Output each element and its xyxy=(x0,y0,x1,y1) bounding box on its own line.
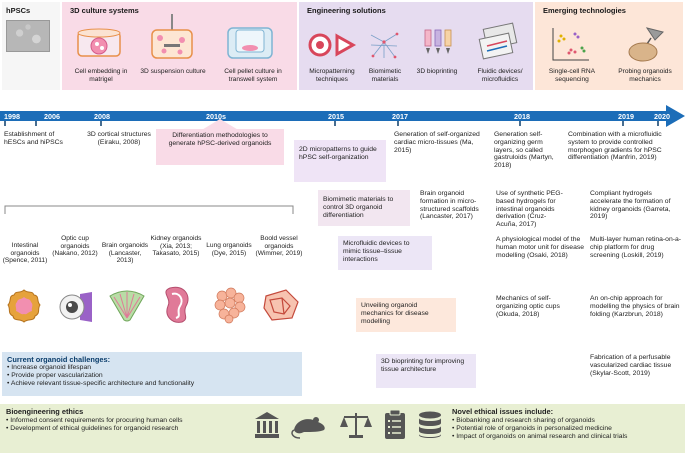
challenges-title: Current organoid challenges: xyxy=(7,355,111,364)
organoid-label-intestinal: Intestinal organoids (Spence, 2011) xyxy=(2,242,48,265)
organoid-label-lung: Lung organoids (Dye, 2015) xyxy=(206,242,252,257)
solution-mechanics-text: Unveiling organoid mechanics for disease… xyxy=(361,302,429,325)
solution-microfluidic: Microfluidic devices to mimic tissue–tis… xyxy=(338,236,432,270)
emerging-panel: Emerging technologies Single-cell RNA se… xyxy=(535,2,683,90)
database-icon xyxy=(419,411,441,438)
emerging-label-2: Probing organoids mechanics xyxy=(618,68,672,83)
ethics-title: Bioengineering ethics xyxy=(6,407,84,416)
ethics-panel: Bioengineering ethics Informed consent r… xyxy=(0,404,685,453)
hpscs-micrograph xyxy=(6,20,50,52)
kidney-organoid-icon xyxy=(165,286,189,323)
scrna-plot-icon xyxy=(552,28,589,61)
organoid-label-optic: Optic cup organoids (Nakano, 2012) xyxy=(52,235,98,258)
cortical-text: 3D cortical structures (Eiraku, 2008) xyxy=(87,131,151,146)
solution-biomimetic: Biomimetic materials to control 3D organ… xyxy=(318,190,410,226)
challenge-item: Increase organoid lifespan xyxy=(7,364,297,372)
emerging-title: Emerging technologies xyxy=(543,6,626,15)
organoid-label-vessel: Boold vessel organoids (Wimmer, 2019) xyxy=(255,235,303,258)
optic-cup-organoid-icon xyxy=(59,292,92,322)
engineering-label-4: Fluidic devices/ microfluidics xyxy=(477,68,523,83)
challenge-item: Provide proper vascularization xyxy=(7,372,297,380)
row1-2017: Generation of self-organized cardiac mic… xyxy=(394,131,480,154)
engineering-title: Engineering solutions xyxy=(307,6,386,15)
hpscs-panel: hPSCs xyxy=(2,2,60,90)
transwell-icon xyxy=(227,27,273,59)
matrigel-dish-icon xyxy=(77,28,121,57)
row1-2019: Combination with a microfluidic system t… xyxy=(568,131,662,162)
engineering-label-2: Biomimetic materials xyxy=(368,68,402,83)
year-2018: 2018 xyxy=(514,112,530,121)
row3-2019: Multi-layer human retina-on-a-chip platf… xyxy=(590,236,682,259)
suspension-culture-icon xyxy=(151,14,193,59)
organoid-bracket xyxy=(4,205,294,214)
year-1998: 1998 xyxy=(4,112,20,121)
hpscs-title: hPSCs xyxy=(6,6,31,15)
intestinal-organoid-icon xyxy=(7,289,41,323)
row4-2018: Mechanics of self-organizing optic cups … xyxy=(496,295,560,318)
row2-2019: Compliant hydrogels accelerate the forma… xyxy=(590,190,671,221)
clipboard-icon xyxy=(385,409,405,439)
engineering-label-3: 3D bioprinting xyxy=(416,68,458,75)
year-2008: 2008 xyxy=(94,112,110,121)
micropattern-icon xyxy=(308,33,357,57)
solution-microfluidic-text: Microfluidic devices to mimic tissue–tis… xyxy=(343,240,410,263)
microfluidic-chip-icon xyxy=(478,22,518,60)
novel-issue-item: Impact of organoids on animal research a… xyxy=(452,433,627,441)
year-2010s: 2010s xyxy=(206,112,226,121)
emerging-label-1: Single-cell RNA sequencing xyxy=(548,68,596,83)
establishment-text: Establishment of hESCs and hiPSCs xyxy=(4,131,63,146)
row2-2017: Brain organoid formation in micro-struct… xyxy=(420,190,479,221)
row3-2018: A physiological model of the human motor… xyxy=(496,236,585,259)
novel-issues-title: Novel ethical issues include: xyxy=(452,407,554,416)
scales-icon xyxy=(340,413,372,438)
solution-bioprinting-text: 3D bioprinting for improving tissue arch… xyxy=(381,358,465,373)
engineering-label-1: Micropatterning techniques xyxy=(309,68,355,83)
ethics-list: Informed consent requirements for procur… xyxy=(6,417,183,433)
culture-label-1: Cell embedding in matrigel xyxy=(74,68,128,83)
culture-title: 3D culture systems xyxy=(70,6,139,15)
novel-issue-item: Biobanking and research sharing of organ… xyxy=(452,417,627,425)
engineering-panel: Engineering solutions Micropatterning te… xyxy=(299,2,533,90)
year-2020: 2020 xyxy=(654,112,670,121)
row5-2019: Fabrication of a perfusable vascularized… xyxy=(590,354,672,377)
solution-bioprinting: 3D bioprinting for improving tissue arch… xyxy=(376,354,476,388)
challenge-item: Achieve relevant tissue-specific archite… xyxy=(7,380,297,388)
organoid-label-brain: Brain organoids (Lancaster, 2013) xyxy=(101,242,149,265)
challenges-list: Increase organoid lifespan Provide prope… xyxy=(7,364,297,389)
solution-biomimetic-text: Biomimetic materials to control 3D organ… xyxy=(323,196,394,219)
differentiation-box: Differentiation methodologies to generat… xyxy=(156,129,284,165)
institution-icon xyxy=(255,412,279,438)
row1-2018: Generation self-organizing germ layers, … xyxy=(494,131,554,170)
lung-organoid-icon xyxy=(214,287,246,324)
culture-panel: 3D culture systems Cell embedding in mat… xyxy=(62,2,297,90)
solution-micropatterns: 2D micropatterns to guide hPSC self-orga… xyxy=(294,140,386,182)
afm-probe-icon xyxy=(628,27,664,62)
year-2015: 2015 xyxy=(328,112,344,121)
solution-micropatterns-text: 2D micropatterns to guide hPSC self-orga… xyxy=(299,146,377,161)
challenges-panel: Current organoid challenges: Increase or… xyxy=(2,352,302,396)
row4-2019: An on-chip approach for modelling the ph… xyxy=(590,295,680,318)
biomimetic-network-icon xyxy=(370,32,399,59)
culture-label-2: 3D suspension culture xyxy=(140,68,206,75)
row2-2018: Use of synthetic PEG-based hydrogels for… xyxy=(496,190,563,229)
culture-label-3: Cell pellet culture in transwell system xyxy=(224,68,282,83)
solution-mechanics: Unveiling organoid mechanics for disease… xyxy=(356,298,456,332)
brain-organoid-icon xyxy=(109,290,145,322)
ethics-item: Development of ethical guidelines for or… xyxy=(6,425,183,433)
novel-issue-item: Potential role of organoids in personali… xyxy=(452,425,627,433)
ethics-item: Informed consent requirements for procur… xyxy=(6,417,182,425)
novel-issues-list: Biobanking and research sharing of organ… xyxy=(452,417,627,442)
year-2019: 2019 xyxy=(618,112,634,121)
timeline-arrow xyxy=(0,105,685,127)
year-2006: 2006 xyxy=(44,112,60,121)
differentiation-text: Differentiation methodologies to generat… xyxy=(168,132,272,147)
vessel-organoid-icon xyxy=(263,289,299,321)
organoid-label-kidney: Kidney organoids (Xia, 2013; Takasato, 2… xyxy=(150,235,202,258)
bioprinter-icon xyxy=(424,29,452,54)
year-2017: 2017 xyxy=(392,112,408,121)
rat-icon xyxy=(291,417,325,439)
differentiation-callout xyxy=(200,119,240,131)
